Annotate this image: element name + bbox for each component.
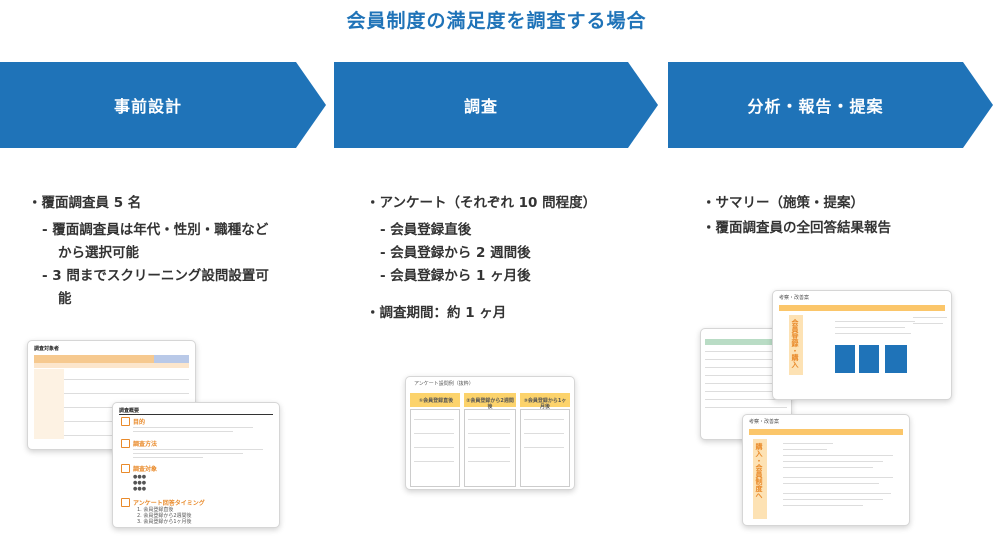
report-label: 考察・改善案	[749, 419, 780, 425]
report-detail-thumbnail: 考察・改善案 購入・会員制度へ	[742, 414, 910, 526]
phase-arrow-1	[0, 62, 326, 148]
sheet-title: 調査対象者	[34, 346, 60, 352]
phase-label-survey: 調査	[463, 97, 498, 116]
sub-item: 能	[58, 290, 72, 307]
analysis-details: ・サマリー（施策・提案） ・覆面調査員の全回答結果報告	[702, 192, 982, 244]
survey-details: ・アンケート（それぞれ 10 問程度） - 会員登録直後 - 会員登録から 2 …	[366, 192, 656, 329]
phase-arrow-3	[668, 62, 993, 148]
timing-item: 3. 会員登録から1ヶ月後	[137, 519, 192, 525]
bullet: ・覆面調査員 5 名	[28, 195, 142, 211]
section-timing: アンケート回答タイミング	[133, 500, 205, 507]
phase-arrow-2	[334, 62, 658, 148]
section-target: 調査対象	[133, 466, 158, 473]
column-header: ②会員登録から2週間後	[466, 398, 514, 410]
report-vertical-label: 購入・会員制度へ	[755, 443, 763, 499]
bullet: ・覆面調査員の全回答結果報告	[702, 219, 891, 236]
respondent-sheet-thumbnail: 調査対象者	[27, 340, 196, 450]
check-icon	[121, 417, 130, 426]
bullet: ・調査期間：約 1 ヶ月	[366, 304, 507, 321]
phase-label-design: 事前設計	[113, 97, 182, 116]
bullet: ・アンケート（それぞれ 10 問程度）	[366, 195, 597, 211]
page-title: 会員制度の満足度を調査する場合	[346, 10, 647, 32]
check-icon	[121, 439, 130, 448]
report-summary-thumbnail: 考察・改善案 会員登録・購入	[772, 290, 952, 400]
sheet-header: アンケート設問例（抜粋）	[414, 381, 474, 387]
sub-item: - 3 問までスクリーニング設問設置可	[42, 267, 269, 284]
bullet: ・サマリー（施策・提案）	[702, 195, 864, 211]
sub-item: から選択可能	[58, 244, 139, 261]
sub-item: - 会員登録から 1 ヶ月後	[380, 267, 531, 284]
design-details: ・覆面調査員 5 名 - 覆面調査員は年代・性別・職種など から選択可能 - 3…	[28, 192, 308, 311]
sub-item: - 覆面調査員は年代・性別・職種など	[42, 221, 269, 238]
survey-overview-thumbnail: 調査概要 目的 調査方法 調査対象 ●●●●●●●●● アンケート回答タイミング…	[112, 402, 280, 528]
sub-item: - 会員登録直後	[380, 221, 472, 238]
section-purpose: 目的	[133, 419, 146, 426]
sub-item: - 会員登録から 2 週間後	[380, 244, 531, 261]
questionnaire-thumbnail: アンケート設問例（抜粋） ①会員登録直後 ②会員登録から2週間後 ③会員登録から…	[405, 376, 575, 490]
section-method: 調査方法	[133, 441, 158, 448]
timing-item: 1. 会員登録直後	[137, 507, 174, 513]
column-header: ③会員登録から1ヶ月後	[523, 398, 567, 410]
report-label: 考察・改善案	[779, 295, 810, 301]
check-icon	[121, 498, 130, 507]
doc-title: 調査概要	[119, 408, 140, 414]
column-header: ①会員登録直後	[418, 398, 454, 404]
timing-item: 2. 会員登録から2週間後	[137, 513, 192, 519]
phase-label-analysis: 分析・報告・提案	[747, 97, 884, 116]
report-vertical-label: 会員登録・購入	[791, 319, 799, 368]
check-icon	[121, 464, 130, 473]
